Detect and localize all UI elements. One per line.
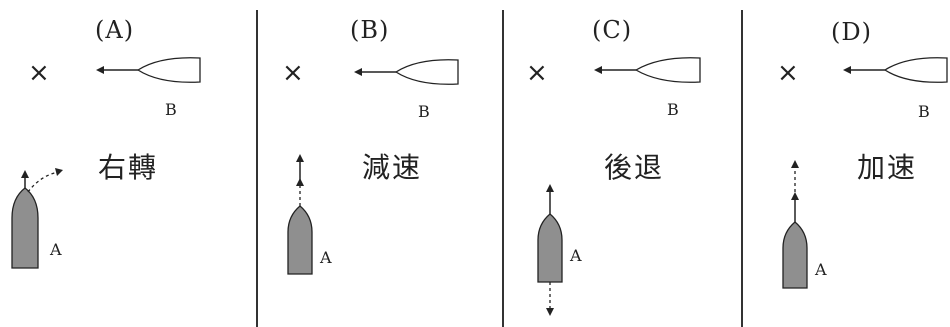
panel-c: (C) 後退 B A × bbox=[504, 0, 741, 327]
panel-b-ship-b-label: B bbox=[418, 102, 430, 121]
panel-c-action-label: 後退 bbox=[604, 151, 665, 184]
panel-b: (B) 減速 B A × bbox=[258, 0, 502, 327]
ship-a-hull bbox=[11, 187, 39, 269]
panel-b-diagram bbox=[287, 59, 459, 275]
ship-b-hull bbox=[394, 59, 459, 85]
ship-a-arrowhead-upper bbox=[296, 154, 304, 162]
panel-divider-2 bbox=[502, 10, 504, 327]
ship-a-arrowhead-lower bbox=[296, 178, 304, 186]
ship-b-hull bbox=[136, 57, 201, 83]
ship-b-arrowhead bbox=[354, 68, 362, 76]
ship-a-arrowhead-lower bbox=[791, 192, 799, 200]
panel-d-label: (D) bbox=[831, 18, 872, 46]
ship-a-arrowhead-up bbox=[546, 184, 554, 192]
ship-b-arrowhead bbox=[594, 66, 602, 74]
ship-b-hull bbox=[634, 57, 701, 83]
panel-d-action-label: 加速 bbox=[857, 151, 918, 184]
panel-d-ship-b-label: B bbox=[918, 102, 930, 121]
ship-a-arrowhead-upper bbox=[791, 160, 799, 168]
panel-a: (A) 右轉 B A × bbox=[0, 0, 256, 327]
ship-a-arrowhead bbox=[21, 170, 29, 178]
panel-d-diagram bbox=[782, 57, 948, 289]
panel-d-target-marker: × bbox=[777, 58, 799, 88]
ship-b-arrowhead bbox=[96, 66, 104, 74]
panel-b-target-marker: × bbox=[282, 58, 304, 88]
panel-divider-1 bbox=[256, 10, 258, 327]
panel-a-ship-b-label: B bbox=[165, 100, 177, 119]
panel-c-ship-b-label: B bbox=[667, 100, 679, 119]
ship-a-hull bbox=[782, 221, 808, 289]
ship-b-hull bbox=[883, 57, 948, 83]
panel-c-diagram bbox=[537, 57, 701, 316]
ship-a-arrowhead-down bbox=[546, 308, 554, 316]
ship-a-hull bbox=[537, 213, 563, 283]
panel-a-diagram bbox=[11, 57, 201, 269]
ship-a-turn-arrowhead bbox=[55, 168, 63, 176]
panel-d-ship-a-label: A bbox=[815, 260, 827, 279]
panel-a-ship-a-label: A bbox=[50, 240, 62, 259]
panel-c-ship-a-label: A bbox=[570, 246, 582, 265]
ship-a-hull bbox=[287, 205, 313, 275]
panel-b-ship-a-label: A bbox=[320, 248, 332, 267]
panel-b-action-label: 減速 bbox=[362, 151, 423, 184]
panel-a-label: (A) bbox=[95, 16, 135, 44]
panel-b-label: (B) bbox=[350, 16, 390, 44]
panel-a-action-label: 右轉 bbox=[98, 151, 159, 184]
panel-c-label: (C) bbox=[592, 16, 633, 44]
panel-d: (D) 加速 B A × bbox=[743, 0, 950, 327]
panel-a-target-marker: × bbox=[28, 58, 50, 88]
ship-a-turn-path bbox=[27, 171, 59, 193]
panel-c-target-marker: × bbox=[526, 58, 548, 88]
ship-b-arrowhead bbox=[843, 66, 851, 74]
panel-divider-3 bbox=[741, 10, 743, 327]
